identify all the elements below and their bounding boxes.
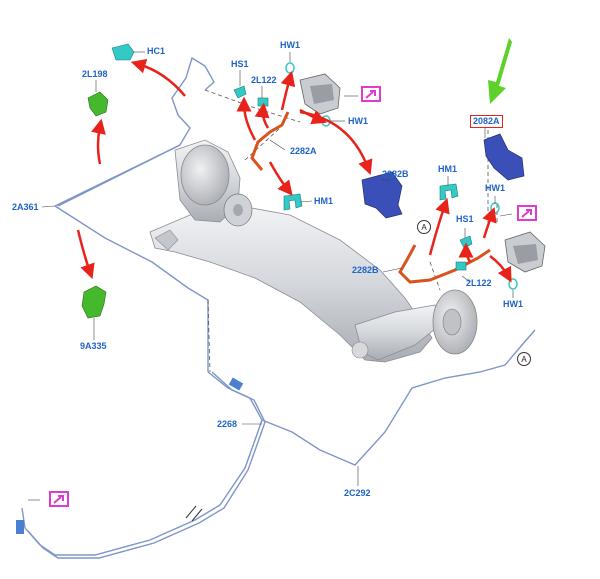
bracket-2082a <box>483 133 525 181</box>
bolt-2l122-right <box>455 261 467 271</box>
arrow-to-hs1-top <box>236 96 257 141</box>
connector-marker-a-lower: A <box>517 352 531 366</box>
label-2a361: 2A361 <box>12 202 39 212</box>
label-hw1-mid: HW1 <box>348 116 368 126</box>
green-arrow <box>488 38 512 104</box>
label-2282b: 2282B <box>352 265 379 275</box>
label-hs1-right: HS1 <box>456 214 474 224</box>
arrow-to-2082b <box>299 110 373 176</box>
label-2082a: 2082A <box>470 115 503 128</box>
arrow-to-hw1-top <box>280 70 296 111</box>
bolt-2l122-top <box>257 97 269 107</box>
label-hw1-right: HW1 <box>485 183 505 193</box>
arrow-to-hw1-bottom <box>489 255 512 283</box>
label-hm1-left: HM1 <box>314 196 334 206</box>
part-9a335 <box>81 285 107 319</box>
arrow-up-right-icon <box>521 209 532 218</box>
arrow-to-hm1-left <box>268 161 293 196</box>
arrow-to-2l122-top <box>254 102 270 129</box>
callout-icon-lower[interactable] <box>49 491 69 507</box>
brake-hose-2282b <box>398 244 491 284</box>
callout-icon-upper[interactable] <box>361 86 381 102</box>
arrow-to-hm1-right <box>428 197 450 256</box>
label-2l122-right: 2L122 <box>466 278 492 288</box>
label-hm1-right: HM1 <box>438 164 458 174</box>
arrow-to-hc1 <box>130 58 186 97</box>
bolt-hs1-top <box>233 85 247 99</box>
pipe-break-mark <box>185 505 203 522</box>
arrow-to-hw1-right <box>482 206 497 239</box>
rear-axle-beam <box>149 139 478 363</box>
label-9a335: 9A335 <box>80 341 107 351</box>
label-2l122-top: 2L122 <box>251 75 277 85</box>
bracket-2082b <box>361 171 403 219</box>
arrow-to-hs1-right <box>458 242 474 263</box>
washer-hw1-right <box>490 202 500 214</box>
arrow-to-2l198 <box>91 118 106 165</box>
red-arrows <box>76 58 512 283</box>
pipe-junction-2268 <box>228 377 244 391</box>
arrow-to-9a335 <box>76 229 95 280</box>
arrow-up-right-icon <box>365 90 376 99</box>
label-2282a: 2282A <box>290 146 317 156</box>
washer-hw1-bottom <box>508 278 518 290</box>
connector-marker-a-upper: A <box>417 220 431 234</box>
label-hw1-top: HW1 <box>280 40 300 50</box>
callout-icon-right[interactable] <box>517 205 537 221</box>
clip-hm1-left <box>283 193 303 211</box>
arrow-up-right-icon <box>53 495 64 504</box>
label-leaders <box>28 51 514 501</box>
label-hs1-top: HS1 <box>231 59 249 69</box>
caliper-right <box>504 231 546 273</box>
brake-hose-2282a <box>250 111 290 171</box>
pipe-end-fitting <box>16 520 24 534</box>
brake-pipe-2268 <box>21 329 536 559</box>
clip-hm1-right <box>439 183 459 201</box>
label-2268: 2268 <box>217 419 238 429</box>
clip-hc1 <box>111 43 135 61</box>
label-2c292: 2C292 <box>344 488 371 498</box>
caliper-upper <box>299 73 341 115</box>
washer-hw1-top <box>285 62 295 74</box>
label-hc1: HC1 <box>147 46 166 56</box>
bolt-hs1-right <box>459 235 473 249</box>
label-2082b: 2082B <box>382 169 409 179</box>
part-2l198 <box>87 91 109 117</box>
label-hw1-bottom: HW1 <box>503 299 523 309</box>
label-2l198: 2L198 <box>82 69 108 79</box>
